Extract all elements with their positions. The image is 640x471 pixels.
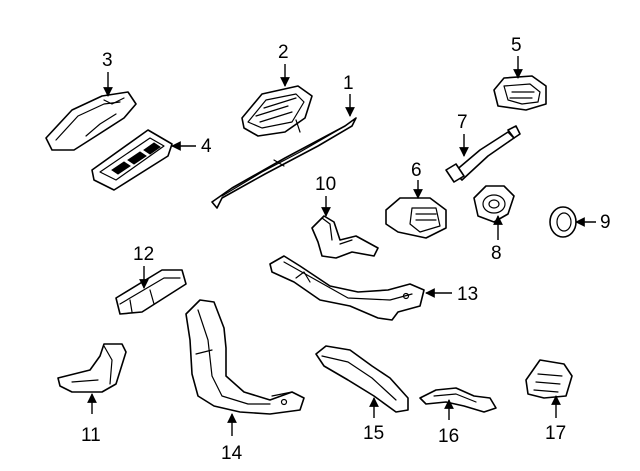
callout-label-15: 15 <box>363 423 384 444</box>
callout-17: 17 <box>545 395 566 444</box>
callout-label-12: 12 <box>133 244 154 265</box>
callout-10: 10 <box>315 174 336 217</box>
part-16-small-duct[interactable] <box>419 387 497 413</box>
callout-label-3: 3 <box>102 50 113 71</box>
callout-13: 13 <box>425 284 478 305</box>
part-10-duct-bracket[interactable] <box>311 215 379 259</box>
part-17-connector[interactable] <box>525 359 573 399</box>
callout-label-5: 5 <box>511 35 522 56</box>
part-4-left-louver-vent[interactable] <box>91 129 173 191</box>
callout-label-2: 2 <box>278 42 289 63</box>
callout-1: 1 <box>343 73 355 117</box>
part-9-grommet[interactable] <box>549 206 577 238</box>
callout-11: 11 <box>81 393 101 446</box>
callout-8: 8 <box>491 215 503 264</box>
part-1-defroster-duct[interactable] <box>211 117 357 209</box>
callout-14: 14 <box>221 413 243 464</box>
callout-16: 16 <box>438 399 459 447</box>
part-8-round-outlet[interactable] <box>473 185 515 223</box>
callout-label-4: 4 <box>201 136 212 157</box>
callout-label-14: 14 <box>221 443 243 464</box>
part-13-rear-floor-duct[interactable] <box>269 255 425 321</box>
callout-label-17: 17 <box>545 423 566 444</box>
callout-15: 15 <box>363 397 384 444</box>
part-12-clip-bracket[interactable] <box>115 269 187 315</box>
part-2-center-vent[interactable] <box>241 85 313 137</box>
callout-label-8: 8 <box>491 243 502 264</box>
callout-label-10: 10 <box>315 174 336 195</box>
callout-7: 7 <box>457 112 469 157</box>
part-11-lower-left-duct[interactable] <box>57 343 127 393</box>
callout-2: 2 <box>278 42 290 87</box>
callout-4: 4 <box>171 136 212 157</box>
callout-3: 3 <box>102 50 113 97</box>
part-3-left-vent-housing[interactable] <box>45 91 137 151</box>
callout-label-7: 7 <box>457 112 468 133</box>
callout-label-9: 9 <box>600 212 611 233</box>
callout-label-1: 1 <box>343 73 354 94</box>
part-14-floor-duct[interactable] <box>185 299 305 415</box>
callout-label-11: 11 <box>81 425 101 446</box>
callout-9: 9 <box>575 212 611 233</box>
callout-label-13: 13 <box>457 284 478 305</box>
callout-5: 5 <box>511 35 523 79</box>
callout-label-16: 16 <box>438 426 459 447</box>
part-7-hose[interactable] <box>445 125 521 183</box>
callout-12: 12 <box>133 244 154 289</box>
part-15-side-duct[interactable] <box>315 345 409 413</box>
callout-label-6: 6 <box>411 160 422 181</box>
part-5-side-vent[interactable] <box>493 75 547 111</box>
callout-6: 6 <box>411 160 423 199</box>
part-6-rear-vent[interactable] <box>385 197 447 239</box>
